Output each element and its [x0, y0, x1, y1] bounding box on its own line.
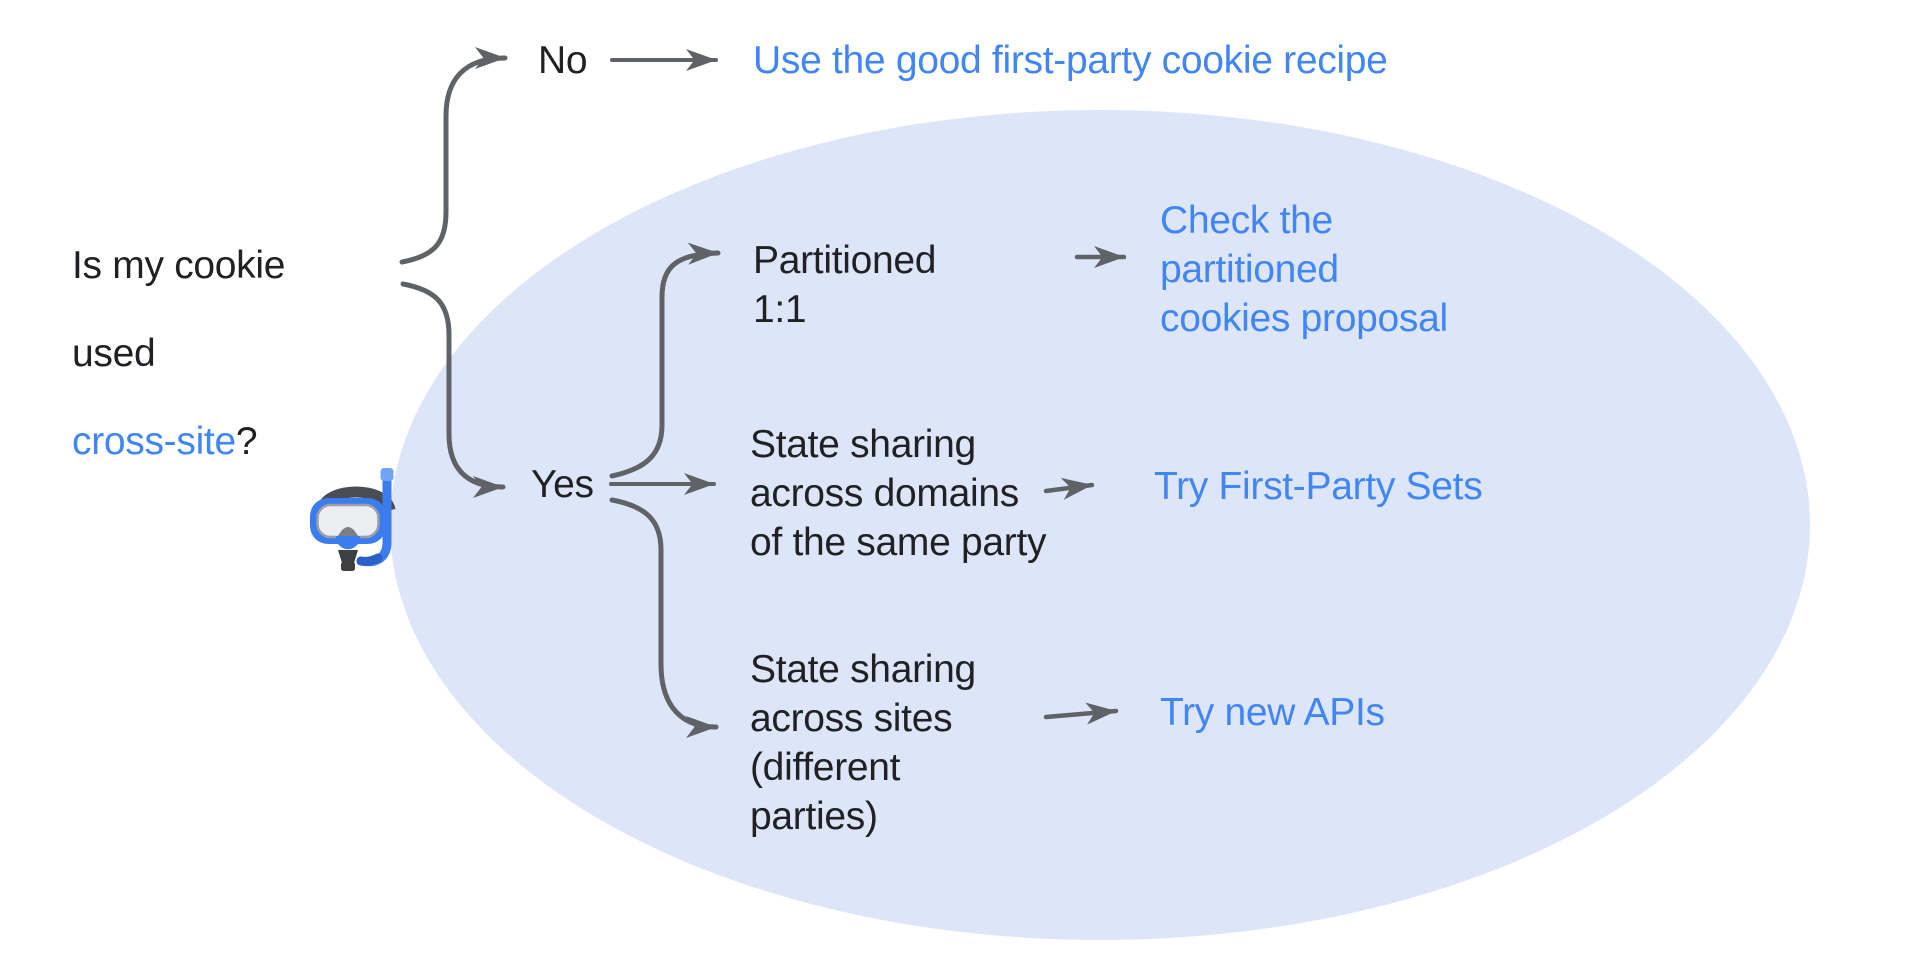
arrow-yes-to-partitioned: [609, 242, 721, 479]
arrow-sites-to-result: [1043, 702, 1119, 725]
arrow-question-to-no: [399, 46, 508, 265]
result-partitioned-cookies-proposal-link[interactable]: Check the partitioned cookies proposal: [1160, 199, 1448, 340]
arrow-domains-to-result: [1043, 477, 1095, 500]
condition-state-sharing-sites: State sharing across sites (different pa…: [750, 648, 976, 838]
result-try-new-apis-link[interactable]: Try new APIs: [1160, 691, 1385, 734]
question-cross-site-highlight: cross-site: [72, 420, 236, 463]
no-branch-result-link[interactable]: Use the good first-party cookie recipe: [753, 39, 1388, 82]
result-first-party-sets-link[interactable]: Try First-Party Sets: [1154, 465, 1483, 508]
no-branch-label: No: [538, 39, 588, 82]
question: Is my cookie used cross-site?: [72, 200, 285, 464]
question-line-1: Is my cookie: [72, 244, 286, 287]
arrow-question-to-yes: [400, 281, 506, 499]
condition-partitioned-1-1: Partitioned 1:1: [753, 239, 937, 331]
diving-mask-icon: [310, 468, 396, 571]
arrow-yes-to-state-sharing-sites: [609, 497, 719, 739]
question-line-2: used: [72, 332, 156, 375]
yes-branch-label: Yes: [531, 463, 594, 506]
question-mark: ?: [235, 420, 258, 463]
condition-state-sharing-domains: State sharing across domains of the same…: [750, 423, 1047, 564]
